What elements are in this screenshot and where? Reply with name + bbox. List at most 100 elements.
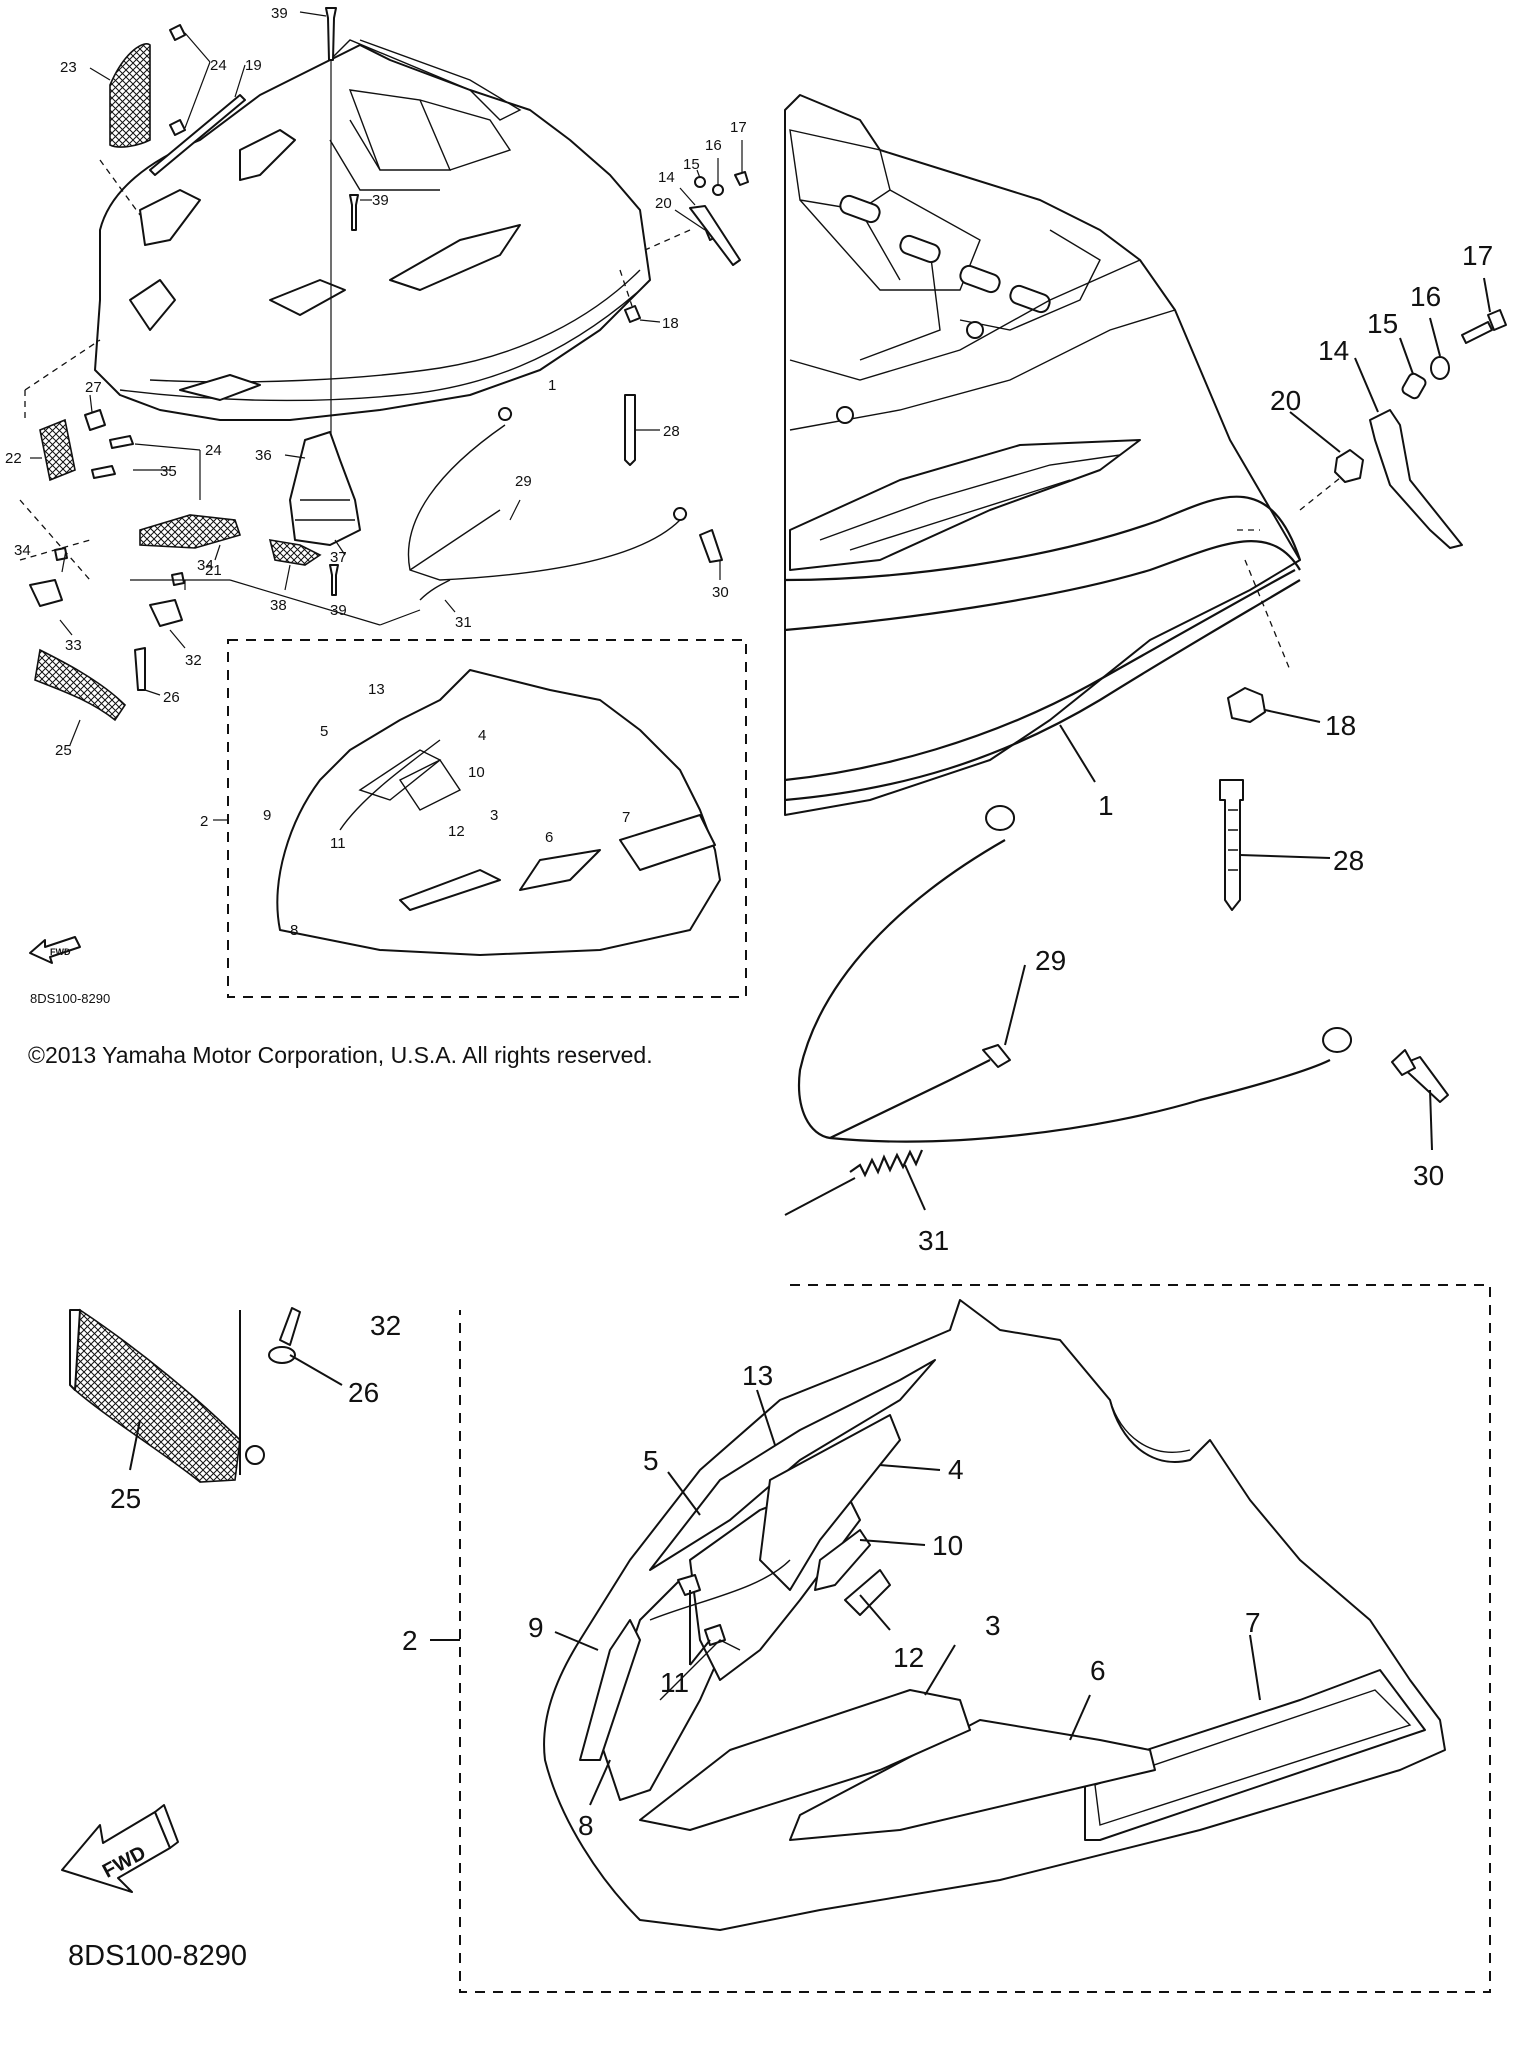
callout-9: 9 — [263, 807, 271, 824]
hood-body-outline — [94, 44, 651, 421]
part-18-nut — [1227, 687, 1266, 723]
callout-large-14: 14 — [1318, 335, 1349, 366]
callout-2: 2 — [200, 813, 208, 830]
callout-24: 24 — [210, 57, 227, 74]
diagram-code-small: 8DS100-8290 — [30, 991, 110, 1006]
callout-large-25: 25 — [110, 1483, 141, 1514]
callout-20: 20 — [655, 195, 672, 212]
callout-large-32: 32 — [370, 1310, 401, 1341]
part-17-screw — [1461, 321, 1493, 344]
callout-13: 13 — [368, 681, 385, 698]
callout-38: 38 — [270, 597, 287, 614]
decal-9 — [579, 1619, 641, 1761]
callout-1: 1 — [548, 377, 556, 394]
enlarged-callouts: 17 16 15 14 20 18 1 28 29 30 31 — [918, 240, 1493, 1256]
callout-29: 29 — [515, 473, 532, 490]
callout-large-4: 4 — [948, 1454, 964, 1485]
callout-39: 39 — [271, 5, 288, 22]
part-22-mesh-panel — [39, 418, 76, 482]
decal-3 — [639, 1689, 971, 1831]
callout-16: 16 — [705, 137, 722, 154]
part-16-washer — [1430, 356, 1450, 380]
fwd-arrow-small: FWD — [29, 936, 81, 964]
callout-28: 28 — [663, 423, 680, 440]
callout-8: 8 — [290, 922, 298, 939]
enlarged-trim-drawing: 32 26 25 — [69, 1307, 401, 1514]
callout-large-15: 15 — [1367, 308, 1398, 339]
overview-drawing: FWD 8DS100-8290 — [19, 7, 749, 1006]
callout-30: 30 — [712, 584, 729, 601]
part-21-grille — [139, 514, 242, 549]
callout-4: 4 — [478, 727, 486, 744]
callout-large-1: 1 — [1098, 790, 1114, 821]
fwd-arrow-large: FWD — [61, 1804, 179, 1893]
decal-10 — [814, 1529, 871, 1591]
callout-large-9: 9 — [528, 1612, 544, 1643]
callout-large-30: 30 — [1413, 1160, 1444, 1191]
callout-35: 35 — [160, 463, 177, 480]
part-36-intake — [289, 431, 361, 546]
callout-large-31: 31 — [918, 1225, 949, 1256]
callout-3: 3 — [490, 807, 498, 824]
callout-26: 26 — [163, 689, 180, 706]
callout-11: 11 — [330, 835, 346, 852]
callout-large-11: 11 — [660, 1667, 689, 1698]
diagram-code-large: 8DS100-8290 — [68, 1940, 247, 1972]
decal-12 — [844, 1569, 891, 1616]
callout-25: 25 — [55, 742, 72, 759]
callout-39b: 39 — [372, 192, 389, 209]
part-31-spring — [849, 1149, 924, 1178]
callout-12: 12 — [448, 823, 465, 840]
enlarged-side-vent — [789, 439, 1141, 571]
callout-large-3: 3 — [985, 1610, 1001, 1641]
part-20-cap — [1334, 449, 1364, 483]
callout-14: 14 — [658, 169, 675, 186]
callout-21: 21 — [205, 562, 222, 579]
callout-32: 32 — [185, 652, 202, 669]
callout-31: 31 — [455, 614, 472, 631]
callout-15: 15 — [683, 156, 700, 173]
callout-34: 34 — [14, 542, 31, 559]
part-29-cable — [797, 839, 1331, 1143]
callout-large-7: 7 — [1245, 1607, 1261, 1638]
callout-large-12: 12 — [893, 1642, 924, 1673]
part-23-mesh-cover — [109, 43, 151, 148]
decal-11-clip-a — [677, 1574, 701, 1596]
enlarged-decal-set: 2 — [402, 1284, 1491, 1993]
overview-callouts: 39 23 24 19 39 20 14 15 16 17 18 1 28 27… — [5, 5, 747, 939]
callout-39c: 39 — [330, 602, 347, 619]
decal-group-box — [459, 1284, 1491, 1993]
callout-23: 23 — [60, 59, 77, 76]
part-15-collar — [1401, 372, 1427, 400]
callout-19: 19 — [245, 57, 262, 74]
decal-6 — [789, 1719, 1156, 1841]
part-26-enlarged-rivet — [279, 1307, 301, 1346]
callout-large-17: 17 — [1462, 240, 1493, 271]
callout-large-6: 6 — [1090, 1655, 1106, 1686]
callout-5: 5 — [320, 723, 328, 740]
callout-large-26: 26 — [348, 1377, 379, 1408]
callout-large-5: 5 — [643, 1445, 659, 1476]
copyright-notice: ©2013 Yamaha Motor Corporation, U.S.A. A… — [28, 1042, 653, 1068]
part-38-grille — [268, 539, 322, 566]
decal-7 — [1084, 1669, 1426, 1841]
svg-text:FWD: FWD — [50, 947, 71, 957]
callout-18: 18 — [662, 315, 679, 332]
callout-large-16: 16 — [1410, 281, 1441, 312]
callout-10: 10 — [468, 764, 485, 781]
callout-large-20: 20 — [1270, 385, 1301, 416]
callout-large-10: 10 — [932, 1530, 963, 1561]
callout-large-18: 18 — [1325, 710, 1356, 741]
callout-6: 6 — [545, 829, 553, 846]
callout-17: 17 — [730, 119, 747, 136]
callout-27: 27 — [85, 379, 102, 396]
callout-large-28: 28 — [1333, 845, 1364, 876]
callout-large-13: 13 — [742, 1360, 773, 1391]
callout-34b: 34 — [197, 557, 214, 574]
part-25-enlarged-trim — [74, 1308, 241, 1483]
enlarged-hood-drawing — [784, 94, 1507, 1216]
decal-13 — [649, 1359, 936, 1571]
part-14-bracket — [1369, 409, 1463, 549]
callout-24b: 24 — [205, 442, 222, 459]
